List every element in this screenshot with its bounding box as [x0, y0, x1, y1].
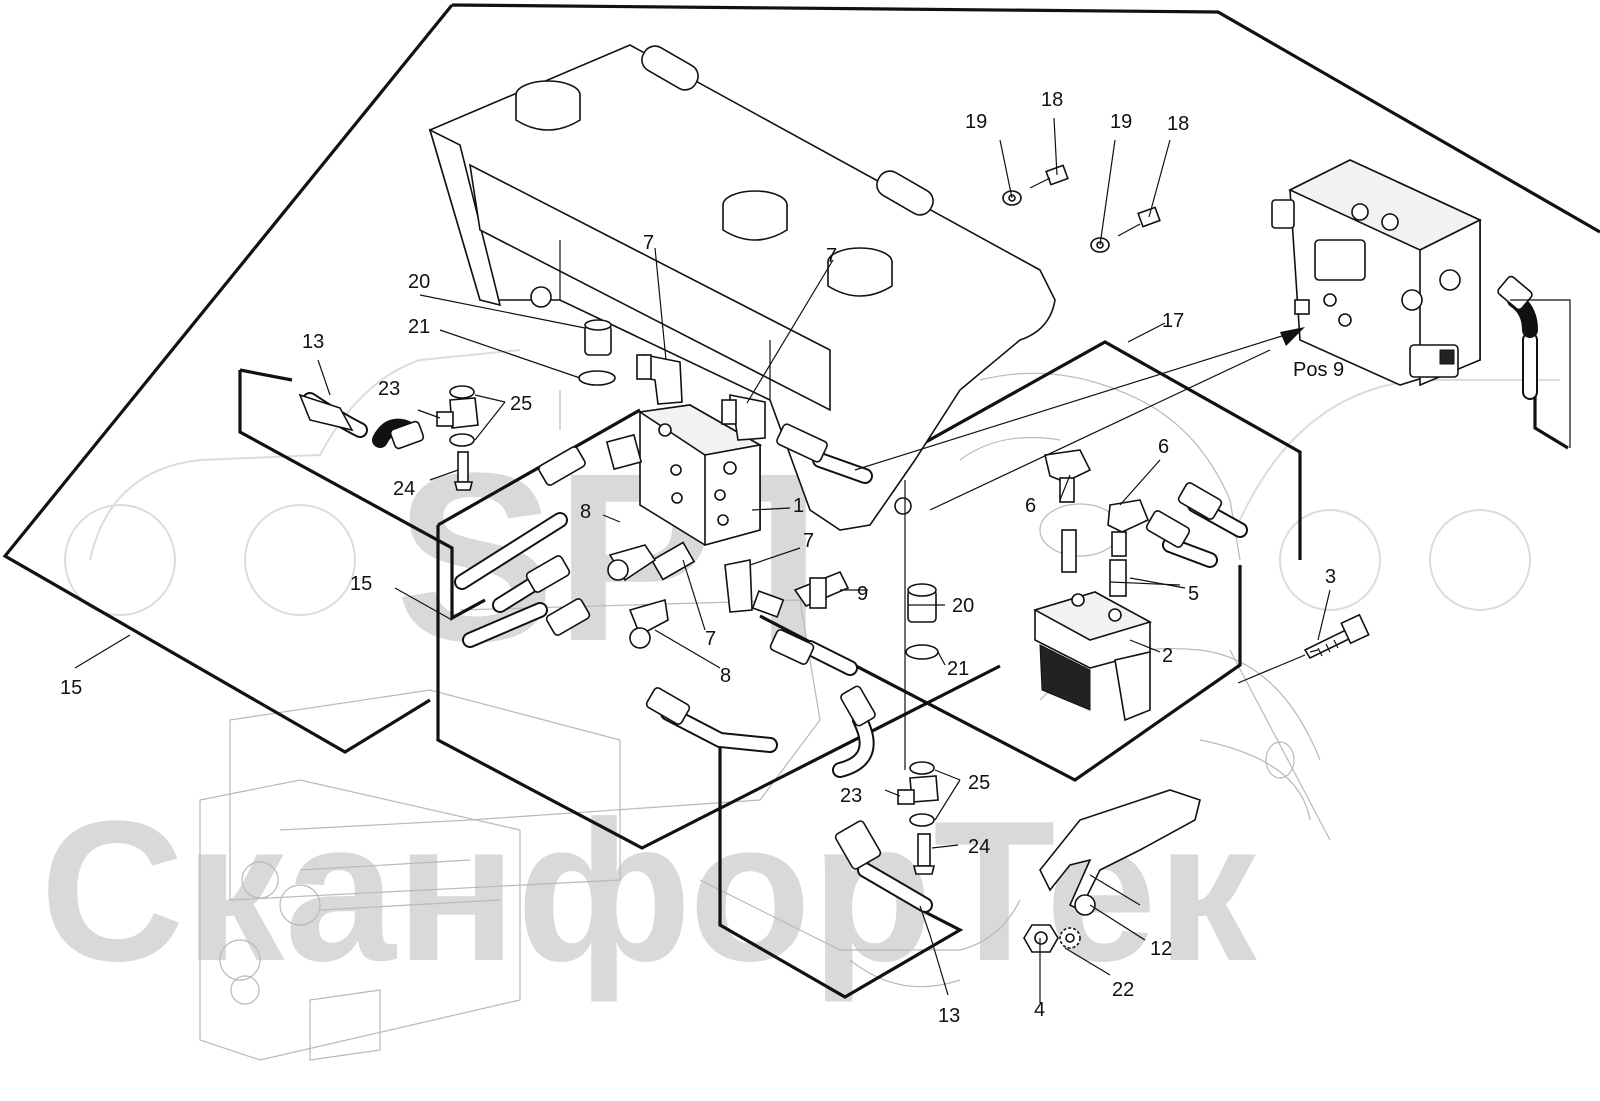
watermark: SPT СканфорТек	[40, 349, 1560, 1003]
callout-15a: 15	[350, 573, 372, 595]
watermark-vehicle-outline	[1239, 379, 1560, 521]
nut-4	[1023, 924, 1059, 953]
callout-25a: 25	[510, 393, 532, 415]
directional-valve-pos9	[1271, 159, 1482, 387]
callout-24b: 24	[968, 836, 990, 858]
screw-3	[1303, 613, 1370, 660]
callout-24a: 24	[393, 478, 415, 500]
callout-21b: 21	[947, 658, 969, 680]
callout-1: 1	[793, 495, 804, 517]
watermark-bottom-text: СканфорТек	[40, 780, 1258, 1003]
callout-7b: 7	[826, 245, 837, 267]
callout-7a: 7	[643, 232, 654, 254]
callout-18a: 18	[1041, 89, 1063, 111]
callout-17: 17	[1162, 310, 1184, 332]
callout-8a: 8	[580, 501, 591, 523]
group-brackets	[2, 3, 1600, 999]
callout-13b: 13	[938, 1005, 960, 1027]
callout-21a: 21	[408, 316, 430, 338]
bolt-washer-set	[1002, 164, 1161, 253]
callout-3: 3	[1325, 566, 1336, 588]
watermark-wheel	[1429, 509, 1531, 611]
callout-20b: 20	[952, 595, 974, 617]
callout-20a: 20	[408, 271, 430, 293]
callout-19a: 19	[965, 111, 987, 133]
watermark-wheel	[64, 504, 176, 616]
fittings	[436, 319, 1150, 875]
callout-22: 22	[1112, 979, 1134, 1001]
callout-18b: 18	[1167, 113, 1189, 135]
arrow-head-icon	[1280, 327, 1305, 346]
pos9-arrow	[854, 327, 1305, 471]
callout-9: 9	[857, 583, 868, 605]
leader-lines	[74, 117, 1571, 1003]
callout-7c: 7	[803, 530, 814, 552]
callout-pos9: Pos 9	[1293, 359, 1344, 381]
cover-bolt	[530, 286, 552, 308]
callout-12: 12	[1150, 938, 1172, 960]
callout-7d: 7	[705, 628, 716, 650]
watermark-wheel	[244, 504, 356, 616]
background-machine-outline	[199, 372, 1331, 1061]
callout-23b: 23	[840, 785, 862, 807]
callout-6a: 6	[1025, 495, 1036, 517]
callout-23a: 23	[378, 378, 400, 400]
callout-4: 4	[1034, 999, 1045, 1021]
callout-8b: 8	[720, 665, 731, 687]
watermark-vehicle-outline	[89, 349, 521, 561]
callout-labels: 1 2 3 4 5 6 6 7 7 7 7 8 8 9 12 13 13 15 …	[60, 89, 1344, 1027]
callout-13a: 13	[302, 331, 324, 353]
callout-2: 2	[1162, 645, 1173, 667]
valve-block-1	[605, 404, 763, 547]
callout-15b: 15	[60, 677, 82, 699]
lock-washer-22	[1059, 927, 1081, 949]
watermark-wheel	[1279, 509, 1381, 611]
tank-cover	[428, 44, 1056, 531]
hose-fittings	[298, 275, 1533, 870]
lever-12	[1039, 789, 1201, 916]
callout-19b: 19	[1110, 111, 1132, 133]
mounting-block-2	[1032, 591, 1153, 722]
callout-5: 5	[1188, 583, 1199, 605]
callout-25b: 25	[968, 772, 990, 794]
callout-6b: 6	[1158, 436, 1169, 458]
